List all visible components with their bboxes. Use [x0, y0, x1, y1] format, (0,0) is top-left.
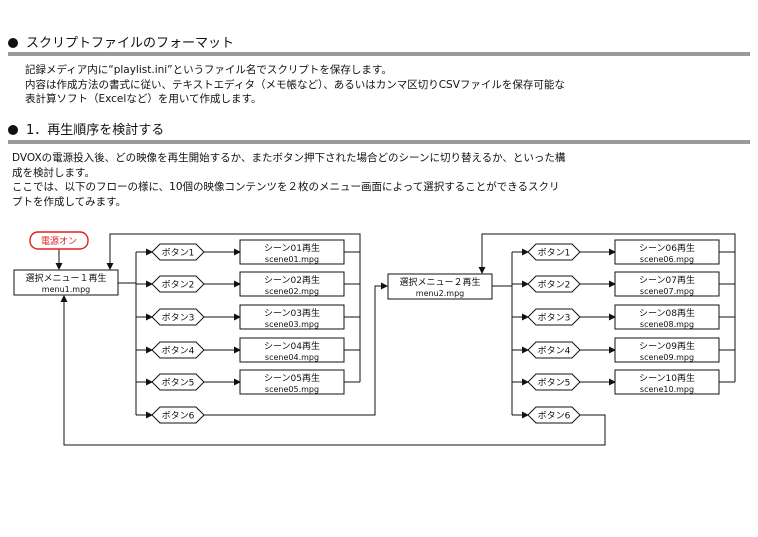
section-heading-format: スクリプトファイルのフォーマット: [8, 35, 750, 52]
menu2-button-5-label: ボタン5: [538, 378, 571, 389]
scene-node-03-title: シーン03再生: [264, 307, 320, 319]
paragraph-line: 記録メディア内に“playlist.ini”というファイル名でスクリプトを保存し…: [25, 64, 392, 76]
menu2-button-1: [527, 243, 581, 261]
menu2-node: [387, 273, 493, 300]
menu2-button-4-label: ボタン4: [538, 346, 571, 357]
menu1-button-1: [151, 243, 205, 261]
section-title: スクリプトファイルのフォーマット: [26, 36, 235, 51]
return-to-menu1: [106, 233, 361, 382]
scene-node-04: [239, 337, 345, 363]
return-to-menu2: [478, 233, 736, 382]
scene-node-03-file: scene03.mpg: [265, 320, 319, 329]
menu1-button-3-label: ボタン3: [162, 313, 195, 324]
section-heading-order: 1．再生順序を検討する: [8, 122, 750, 139]
scene-node-07-file: scene07.mpg: [640, 287, 694, 296]
bullet-icon: [8, 125, 18, 135]
menu2-button-4: [527, 341, 581, 359]
scene-node-08: [614, 304, 720, 330]
menu2-node-file: menu2.mpg: [416, 289, 464, 298]
menu1-button-6: [151, 406, 205, 424]
menu1-button-4-label: ボタン4: [162, 346, 195, 357]
section-divider: [8, 140, 750, 144]
menu1-button-5-label: ボタン5: [162, 378, 195, 389]
scene-node-10: [614, 369, 720, 395]
scene-node-07: [614, 271, 720, 297]
scene-node-01: [239, 239, 345, 265]
paragraph-line: 内容は作成方法の書式に従い、テキストエディタ（メモ帳など）、あるいはカンマ区切り…: [25, 78, 565, 91]
scene-node-01-file: scene01.mpg: [265, 255, 319, 264]
menu2-button-6: [527, 406, 581, 424]
menu1-button-4: [151, 341, 205, 359]
paragraph-line: ここでは、以下のフローの様に、10個の映像コンテンツを２枚のメニュー画面によって…: [12, 181, 560, 193]
scene-node-06: [614, 239, 720, 265]
scene-node-04-title: シーン04再生: [264, 340, 320, 352]
paragraph-line: プトを作成してみます。: [12, 195, 127, 208]
scene-node-09: [614, 337, 720, 363]
scene-node-02-file: scene02.mpg: [265, 287, 319, 296]
section-divider: [8, 52, 750, 56]
paragraph-line: DVOXの電源投入後、どの映像を再生開始するか、またボタン押下された場合どのシー…: [12, 152, 566, 164]
menu1-button-6-label: ボタン6: [162, 411, 195, 422]
paragraph-line: 成を検討します。: [12, 166, 95, 179]
menu2-button-2-label: ボタン2: [538, 280, 571, 291]
scene-node-07-title: シーン07再生: [639, 274, 695, 286]
menu2-node-title: 選択メニュー２再生: [399, 276, 480, 288]
menu2-button-3: [527, 308, 581, 326]
menu2-button-2: [527, 275, 581, 293]
scene-node-10-title: シーン10再生: [639, 372, 695, 384]
scene-node-04-file: scene04.mpg: [265, 353, 319, 362]
menu1-button-5: [151, 373, 205, 391]
menu1-button-1-label: ボタン1: [162, 248, 195, 259]
menu1-button-2-label: ボタン2: [162, 280, 195, 291]
scene-node-09-title: シーン09再生: [639, 340, 695, 352]
menu2-button-5: [527, 373, 581, 391]
scene-node-06-title: シーン06再生: [639, 242, 695, 254]
menu1-node-title: 選択メニュー１再生: [25, 272, 106, 284]
scene-node-08-file: scene08.mpg: [640, 320, 694, 329]
menu2-button-6-label: ボタン6: [538, 411, 571, 422]
scene-node-08-title: シーン08再生: [639, 307, 695, 319]
scene-node-05-file: scene05.mpg: [265, 385, 319, 394]
menu1-button-2: [151, 275, 205, 293]
menu2-button-1-label: ボタン1: [538, 248, 571, 259]
power-on-node: [29, 231, 89, 250]
button6-to-menu1: [60, 295, 606, 446]
button6-to-menu2: [204, 282, 388, 416]
bullet-icon: [8, 38, 18, 48]
scene-node-05: [239, 369, 345, 395]
scene-node-05-title: シーン05再生: [264, 372, 320, 384]
section-title: 1．再生順序を検討する: [26, 123, 165, 138]
scene-node-09-file: scene09.mpg: [640, 353, 694, 362]
menu2-button-3-label: ボタン3: [538, 313, 571, 324]
menu1-node-file: menu1.mpg: [42, 285, 90, 294]
scene-node-02: [239, 271, 345, 297]
menu1-button-3: [151, 308, 205, 326]
scene-node-03: [239, 304, 345, 330]
scene-node-10-file: scene10.mpg: [640, 385, 694, 394]
section-body: DVOXの電源投入後、どの映像を再生開始するか、またボタン押下された場合どのシー…: [12, 151, 565, 209]
power-on-label: 電源オン: [41, 236, 77, 247]
menu1-node: [13, 269, 119, 296]
scene-node-01-title: シーン01再生: [264, 242, 320, 254]
scene-node-02-title: シーン02再生: [264, 274, 320, 286]
scene-node-06-file: scene06.mpg: [640, 255, 694, 264]
paragraph-line: 表計算ソフト（Excelなど）を用いて作成します。: [25, 93, 262, 105]
section-body: 記録メディア内に“playlist.ini”というファイル名でスクリプトを保存し…: [25, 63, 565, 107]
